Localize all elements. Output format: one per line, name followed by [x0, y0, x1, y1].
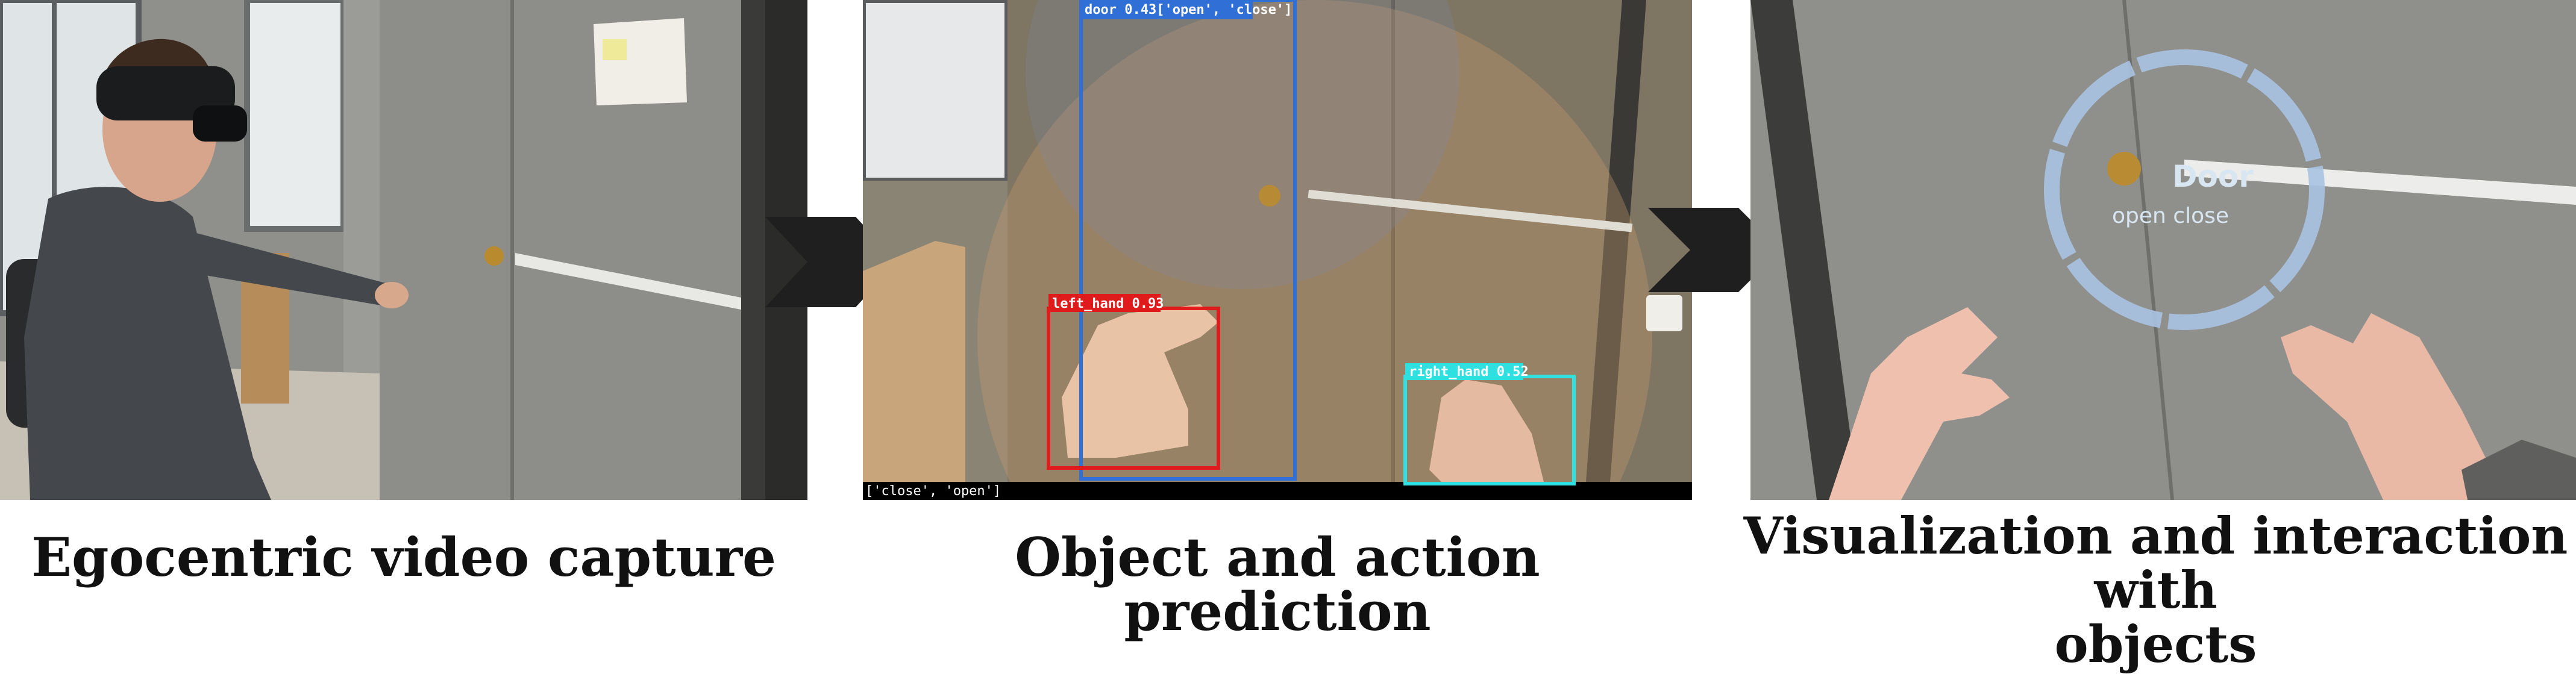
hud-object-name: Door — [2172, 159, 2254, 194]
visualization-caption-line2: objects — [2054, 614, 2257, 674]
left-hand-label-bg — [1048, 294, 1161, 312]
capture-photo-scene — [0, 0, 807, 500]
flow-arrow-icon — [1648, 208, 1781, 292]
door-bounding-box — [1079, 0, 1297, 481]
left-hand-label: left_hand 0.93 — [1052, 296, 1164, 311]
left-hand-bounding-box — [1047, 307, 1220, 470]
right-hand-label-bg — [1405, 363, 1523, 380]
visualization-frame: Door open close — [1750, 0, 2576, 500]
visualization-caption: Visualization and interaction with objec… — [1735, 509, 2576, 672]
right-hand-label: right_hand 0.52 — [1409, 364, 1529, 379]
visualization-scene: Door open close — [1750, 0, 2576, 500]
capture-caption: Egocentric video capture — [31, 526, 777, 588]
visualization-caption-line1: Visualization and interaction with — [1743, 506, 2568, 620]
detection-overlay: door 0.43['open', 'close'] left_hand 0.9… — [1047, 0, 1576, 485]
prediction-caption: Object and action prediction — [1015, 526, 1540, 643]
door-label: door 0.43['open', 'close'] — [1085, 2, 1292, 17]
right-hand-bounding-box — [1403, 375, 1576, 485]
capture-photo — [0, 0, 807, 500]
prediction-frame: door 0.43['open', 'close'] left_hand 0.9… — [863, 0, 1692, 500]
hud-ring — [2044, 49, 2325, 330]
actions-bar-text: ['close', 'open'] — [865, 484, 1001, 499]
door-label-bg — [1081, 0, 1253, 19]
hud-actions: open close — [2112, 204, 2229, 228]
